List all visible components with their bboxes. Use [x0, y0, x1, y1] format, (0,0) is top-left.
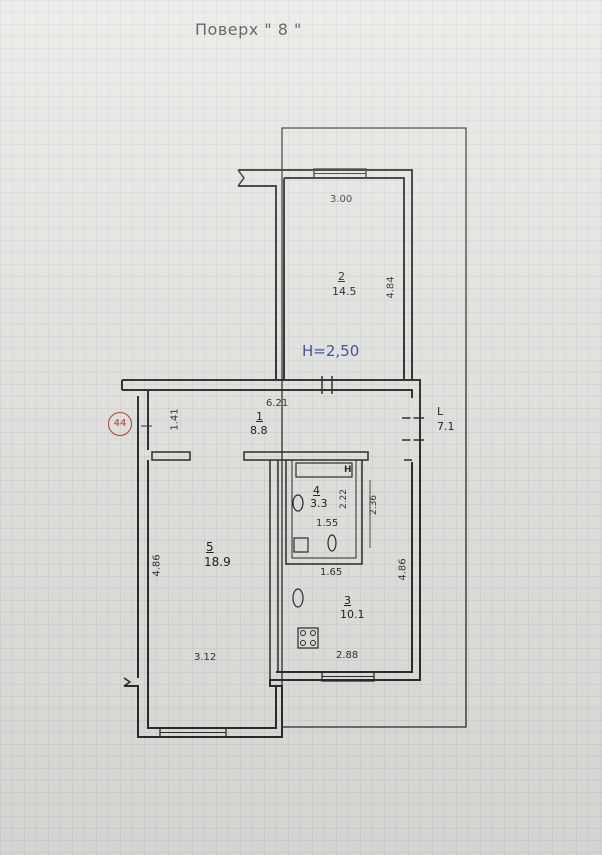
room2-length-dim: 4.84: [385, 276, 397, 299]
floor-title: Поверх " 8 ": [195, 20, 302, 39]
room3-length-dim: 4.86: [397, 558, 409, 581]
room2-area: 14.5: [332, 285, 357, 298]
balcony-area: 7.1: [437, 420, 455, 433]
room3-number: 3: [344, 594, 351, 607]
bathroom-walls: [285, 460, 363, 565]
main-wall-outer: [122, 379, 421, 738]
room5-number: 5: [206, 540, 214, 554]
room2-width-dim: 3.00: [330, 194, 353, 205]
toilet: [327, 534, 337, 552]
room5-area: 18.9: [204, 555, 231, 569]
room4-length-dim: 2.22: [339, 488, 350, 510]
room5-width-dim: 3.12: [194, 652, 217, 663]
room5-partition: [151, 451, 191, 461]
room3-width-dim: 2.88: [336, 650, 359, 661]
axis-badge: 44: [108, 412, 132, 436]
room3-top-dim: 1.65: [320, 567, 343, 578]
bathtub: [295, 462, 353, 478]
room1-number: 1: [256, 410, 263, 423]
fixture-marker: H: [344, 465, 352, 475]
ceiling-height: H=2,50: [302, 342, 360, 360]
room2-number: 2: [338, 270, 345, 283]
corridor-width-dim: 6.21: [266, 398, 289, 409]
room4-width-dim: 1.55: [316, 518, 339, 529]
outer-balcony-outline: [281, 127, 467, 728]
room4-number: 4: [313, 484, 320, 497]
bathroom-sink: [292, 494, 304, 512]
kitchen-sink: [292, 588, 304, 608]
room4-side-dim: 2.36: [369, 494, 380, 516]
stove: [297, 627, 319, 649]
balcony-marker: L: [437, 405, 444, 418]
room3-area: 10.1: [340, 608, 365, 621]
room1-area: 8.8: [250, 424, 268, 437]
room4-area: 3.3: [310, 497, 328, 510]
corridor-depth-dim: 1.41: [169, 408, 181, 431]
room5-length-dim: 4.86: [151, 554, 163, 577]
